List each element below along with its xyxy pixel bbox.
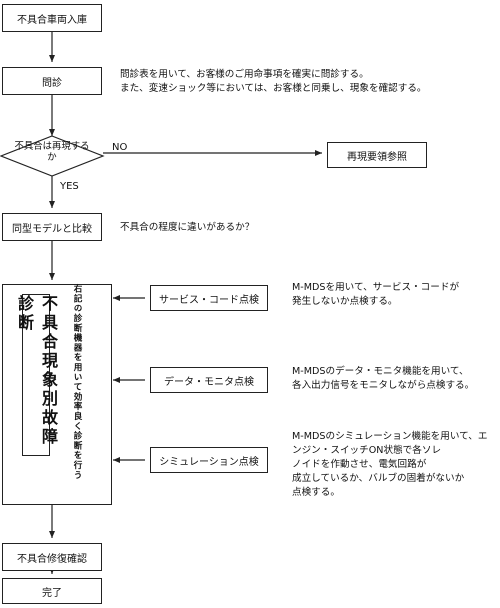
step-compare: 同型モデルと比較 [2, 213, 102, 241]
decision-label: 不具合は再現するか [14, 141, 90, 163]
check-service-code-desc-1: M-MDSを用いて、サービス・コードが [292, 282, 460, 293]
diagnosis-instruction: 右記の診断機器を用いて効率良く診断を行う [72, 284, 82, 480]
check-data-monitor-desc-1: M-MDSのデータ・モニタ機能を用いて、 [292, 366, 469, 377]
note-compare: 不具合の程度に違いがあるか？ [120, 222, 255, 233]
step-interview: 問診 [2, 67, 102, 95]
step-reproduce-ref: 再現要領参照 [327, 142, 427, 168]
check-simulation-desc-1: M-MDSのシミュレーション機能を用いて、エンジン・スイッチON状態で各ソレ [292, 431, 488, 456]
check-simulation-desc-4: 点検する。 [292, 487, 340, 498]
check-simulation-desc-2: ノイドを作動させ、電気回路が [292, 459, 427, 470]
note-interview-1: 問診表を用いて、お客様のご用命事項を確実に問診する。 [120, 69, 369, 80]
branch-yes: YES [60, 181, 79, 192]
check-service-code: サービス・コード点検 [150, 285, 268, 311]
step-intake-label: 不具合車両入庫 [17, 14, 87, 26]
check-simulation-desc-3: 成立しているか、バルブの固着がないか [292, 473, 465, 484]
step-repair-confirm: 不具合修復確認 [2, 543, 102, 571]
check-service-code-desc-2: 発生しないか点検する。 [292, 296, 398, 307]
check-data-monitor: データ・モニタ点検 [150, 367, 268, 393]
step-done-label: 完了 [42, 587, 62, 599]
check-simulation: シミュレーション点検 [150, 447, 268, 473]
step-done: 完了 [2, 578, 102, 604]
step-compare-label: 同型モデルと比較 [12, 223, 92, 235]
decision-diamond [0, 135, 105, 177]
step-repair-confirm-label: 不具合修復確認 [17, 553, 87, 565]
check-data-monitor-label: データ・モニタ点検 [164, 376, 254, 388]
check-simulation-label: シミュレーション点検 [159, 456, 259, 468]
check-data-monitor-desc-2: 各入出力信号をモニタしながら点検する。 [292, 380, 475, 391]
check-service-code-label: サービス・コード点検 [159, 294, 259, 306]
step-interview-label: 問診 [42, 77, 62, 89]
diagnosis-block [2, 284, 112, 505]
branch-no: NO [112, 142, 128, 153]
note-interview-2: また、変速ショック等においては、お客様と同乗し、現象を確認する。 [120, 83, 427, 94]
step-intake: 不具合車両入庫 [2, 4, 102, 32]
diagnosis-title: 不具合現象別故障診断 [15, 294, 58, 456]
step-reproduce-ref-label: 再現要領参照 [347, 151, 407, 163]
